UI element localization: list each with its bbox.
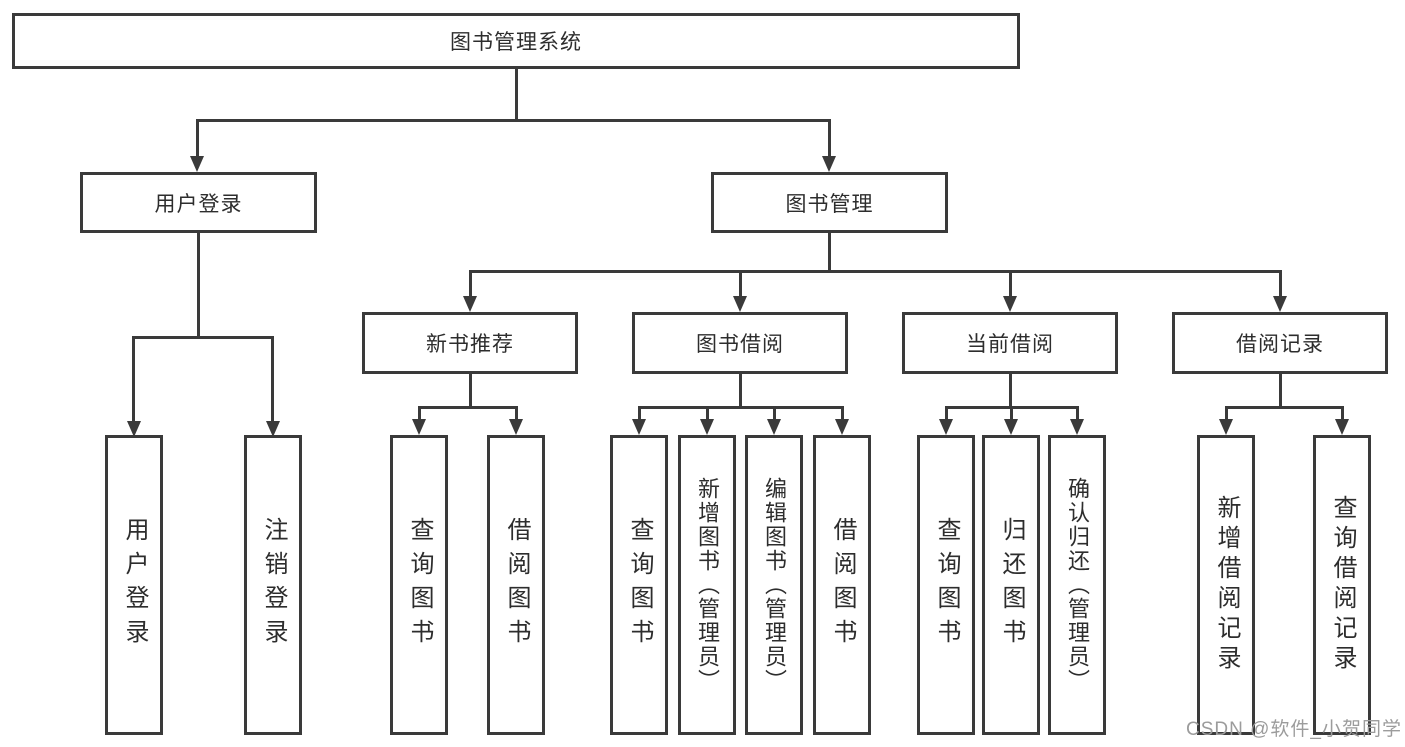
leaf-recommend-borrow-books: 借阅图书 — [487, 435, 545, 735]
connector-line — [1009, 374, 1012, 408]
arrowhead — [127, 421, 141, 437]
node-book-management: 图书管理 — [711, 172, 948, 233]
arrowhead — [412, 419, 426, 435]
leaf-borrowing-borrow-books: 借阅图书 — [813, 435, 871, 735]
connector-line — [841, 406, 844, 421]
connector-line — [469, 270, 1281, 273]
arrowhead — [1003, 296, 1017, 312]
arrowhead — [700, 419, 714, 435]
arrowhead — [1335, 419, 1349, 435]
leaf-borrowing-query-books-label: 查询图书 — [626, 517, 653, 653]
arrowhead — [1273, 296, 1287, 312]
leaf-user-login-label: 用户登录 — [121, 517, 148, 653]
arrowhead — [509, 419, 523, 435]
leaf-recommend-borrow-books-label: 借阅图书 — [503, 517, 530, 653]
connector-line — [1225, 406, 1228, 421]
connector-line — [1279, 374, 1282, 408]
arrowhead — [190, 156, 204, 172]
leaf-confirm-return-admin: 确认归还（管理员） — [1048, 435, 1106, 735]
arrowhead — [733, 296, 747, 312]
connector-line — [197, 119, 831, 122]
leaf-return-books: 归还图书 — [982, 435, 1040, 735]
arrowhead — [1004, 419, 1018, 435]
node-current-borrowing-label: 当前借阅 — [966, 333, 1054, 356]
node-book-borrowing: 图书借阅 — [632, 312, 848, 374]
leaf-borrowing-query-books: 查询图书 — [610, 435, 668, 735]
connector-line — [469, 374, 472, 408]
connector-line — [1009, 270, 1012, 298]
arrowhead — [939, 419, 953, 435]
arrowhead — [632, 419, 646, 435]
connector-line — [271, 336, 274, 423]
connector-line — [515, 68, 518, 120]
connector-line — [638, 406, 844, 409]
connector-line — [418, 406, 518, 409]
arrowhead — [463, 296, 477, 312]
arrowhead — [835, 419, 849, 435]
connector-line — [418, 406, 421, 421]
arrowhead — [1070, 419, 1084, 435]
leaf-add-books-admin-label: 新增图书（管理员） — [695, 477, 720, 693]
leaf-confirm-return-admin-label: 确认归还（管理员） — [1065, 477, 1090, 693]
node-book-management-label: 图书管理 — [785, 192, 874, 216]
csdn-watermark: CSDN @软件_小贺同学 — [1186, 719, 1402, 740]
node-user-login: 用户登录 — [80, 172, 317, 233]
node-current-borrowing: 当前借阅 — [902, 312, 1118, 374]
connector-line — [1225, 406, 1344, 409]
leaf-logout: 注销登录 — [244, 435, 302, 735]
leaf-recommend-query-books: 查询图书 — [390, 435, 448, 735]
leaf-user-login: 用户登录 — [105, 435, 163, 735]
node-user-login-label: 用户登录 — [154, 192, 243, 216]
connector-line — [739, 270, 742, 298]
arrowhead — [266, 421, 280, 437]
node-borrowing-records: 借阅记录 — [1172, 312, 1388, 374]
arrowhead — [1219, 419, 1233, 435]
leaf-query-borrow-record: 查询借阅记录 — [1313, 435, 1371, 735]
leaf-current-query-books-label: 查询图书 — [933, 517, 960, 653]
leaf-add-books-admin: 新增图书（管理员） — [678, 435, 736, 735]
leaf-return-books-label: 归还图书 — [998, 517, 1025, 653]
connector-line — [828, 233, 831, 272]
connector-line — [1076, 406, 1079, 421]
arrowhead — [767, 419, 781, 435]
connector-line — [706, 406, 709, 421]
node-borrowing-records-label: 借阅记录 — [1236, 333, 1324, 356]
node-library-system: 图书管理系统 — [12, 13, 1020, 69]
arrowhead — [822, 156, 836, 172]
leaf-add-borrow-record-label: 新增借阅记录 — [1213, 495, 1240, 675]
connector-line — [133, 336, 274, 339]
leaf-add-borrow-record: 新增借阅记录 — [1197, 435, 1255, 735]
connector-line — [197, 233, 200, 338]
leaf-logout-label: 注销登录 — [260, 517, 287, 653]
leaf-query-borrow-record-label: 查询借阅记录 — [1329, 495, 1356, 675]
connector-line — [1341, 406, 1344, 421]
leaf-current-query-books: 查询图书 — [917, 435, 975, 735]
leaf-borrowing-borrow-books-label: 借阅图书 — [829, 517, 856, 653]
connector-line — [196, 119, 199, 158]
leaf-edit-books-admin: 编辑图书（管理员） — [745, 435, 803, 735]
connector-line — [638, 406, 641, 421]
node-book-borrowing-label: 图书借阅 — [696, 333, 784, 356]
connector-line — [469, 270, 472, 298]
leaf-edit-books-admin-label: 编辑图书（管理员） — [762, 477, 787, 693]
connector-line — [828, 119, 831, 158]
connector-line — [1279, 270, 1282, 298]
connector-line — [1010, 406, 1013, 421]
node-library-system-label: 图书管理系统 — [450, 31, 582, 54]
connector-line — [773, 406, 776, 421]
connector-line — [132, 336, 135, 423]
connector-line — [739, 374, 742, 408]
node-new-book-recommend-label: 新书推荐 — [426, 333, 514, 356]
connector-line — [945, 406, 948, 421]
connector-line — [515, 406, 518, 421]
leaf-recommend-query-books-label: 查询图书 — [406, 517, 433, 653]
node-new-book-recommend: 新书推荐 — [362, 312, 578, 374]
